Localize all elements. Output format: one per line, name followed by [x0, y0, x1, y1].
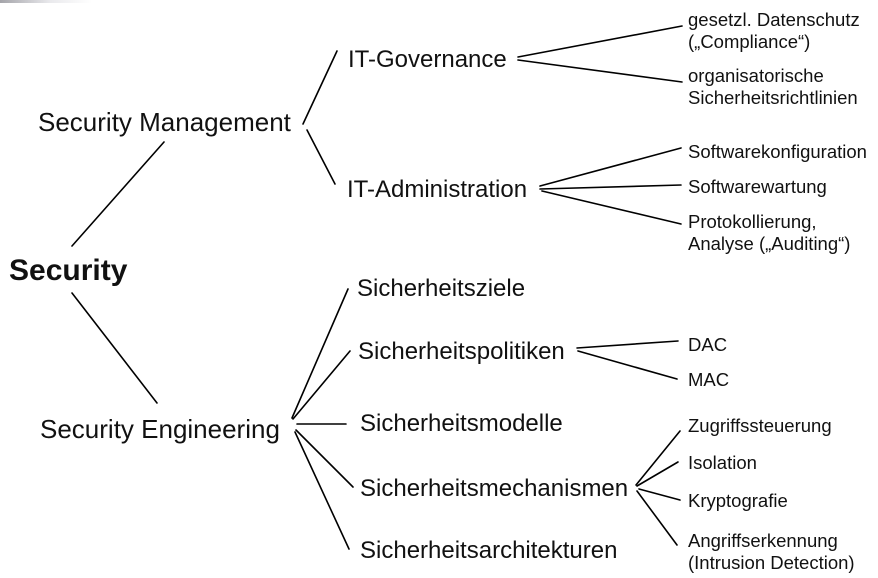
tree-node-it-governance: IT-Governance: [348, 46, 507, 74]
tree-edge-4: [517, 25, 683, 58]
tree-node-softwarekonfiguration: Softwarekonfiguration: [688, 141, 867, 163]
tree-node-label: MAC: [688, 369, 730, 390]
tree-node-protokollierung-analyse: Protokollierung,Analyse („Auditing“): [688, 211, 850, 255]
tree-node-label: IT-Administration: [347, 176, 528, 203]
tree-edge-16: [635, 430, 681, 486]
tree-node-label: Sicherheitsrichtlinien: [688, 87, 858, 108]
tree-edge-1: [71, 292, 158, 404]
tree-node-sicherheitsmechanismen: Sicherheitsmechanismen: [360, 475, 628, 503]
tree-edge-17: [636, 461, 679, 487]
tree-edge-9: [291, 288, 349, 419]
tree-node-sicherheitspolitiken: Sicherheitspolitiken: [358, 338, 565, 366]
tree-node-label: organisatorische: [688, 65, 824, 86]
tree-node-label: („Compliance“): [688, 31, 811, 52]
tree-node-angriffserkennung: Angriffserkennung(Intrusion Detection): [688, 530, 855, 574]
tree-edge-18: [638, 488, 681, 501]
tree-node-sicherheitsziele: Sicherheitsziele: [357, 275, 525, 303]
tree-node-label: Security Engineering: [40, 414, 280, 444]
tree-node-label: Sicherheitsmodelle: [360, 410, 563, 437]
tree-edge-15: [577, 350, 678, 380]
tree-edge-6: [539, 147, 682, 187]
tree-edge-5: [517, 59, 683, 83]
tree-node-security-engineering: Security Engineering: [40, 414, 280, 444]
tree-node-sicherheitsarchitekturen: Sicherheitsarchitekturen: [360, 537, 617, 565]
tree-edge-13: [294, 431, 350, 550]
tree-edge-14: [576, 340, 679, 349]
tree-node-label: Zugriffssteuerung: [688, 415, 832, 436]
tree-node-label: Kryptografie: [688, 490, 788, 511]
tree-node-label: Sicherheitsziele: [357, 275, 526, 302]
tree-node-label: IT-Governance: [348, 46, 507, 73]
tree-node-label: DAC: [688, 334, 728, 355]
tree-node-label: (Intrusion Detection): [688, 552, 855, 573]
tree-node-label: Protokollierung,: [688, 211, 817, 232]
tree-node-dac: DAC: [688, 334, 727, 356]
tree-node-sicherheitsmodelle: Sicherheitsmodelle: [360, 410, 563, 438]
tree-node-label: Angriffserkennung: [688, 530, 838, 551]
tree-node-kryptografie: Kryptografie: [688, 490, 788, 512]
screenshot-edge-artifact: [0, 0, 92, 3]
tree-node-label: gesetzl. Datenschutz: [688, 9, 860, 30]
tree-edge-2: [302, 50, 338, 125]
tree-node-zugriffssteuerung: Zugriffssteuerung: [688, 415, 832, 437]
tree-node-label: Analyse („Auditing“): [688, 233, 851, 254]
tree-node-label: Sicherheitsarchitekturen: [360, 537, 618, 564]
tree-node-label: Softwarewartung: [688, 176, 827, 197]
tree-edge-3: [306, 129, 336, 185]
tree-node-mac: MAC: [688, 369, 729, 391]
tree-node-softwarewartung: Softwarewartung: [688, 176, 827, 198]
tree-node-label: Security: [9, 254, 128, 287]
tree-node-label: Sicherheitspolitiken: [358, 338, 565, 365]
tree-node-security-management: Security Management: [38, 107, 291, 137]
tree-edge-7: [539, 184, 682, 190]
tree-edge-12: [295, 429, 354, 488]
tree-node-security: Security: [9, 255, 127, 287]
tree-node-gesetzl-datenschutz: gesetzl. Datenschutz(„Compliance“): [688, 9, 860, 53]
tree-node-isolation: Isolation: [688, 452, 757, 474]
tree-node-label: Sicherheitsmechanismen: [360, 475, 629, 502]
tree-edge-19: [636, 490, 678, 546]
tree-node-label: Security Management: [38, 107, 291, 137]
tree-edge-10: [292, 350, 351, 420]
tree-node-it-administration: IT-Administration: [347, 176, 527, 204]
tree-node-label: Softwarekonfiguration: [688, 141, 867, 162]
tree-edge-8: [541, 190, 682, 225]
tree-node-label: Isolation: [688, 452, 757, 473]
tree-edge-0: [71, 141, 165, 247]
